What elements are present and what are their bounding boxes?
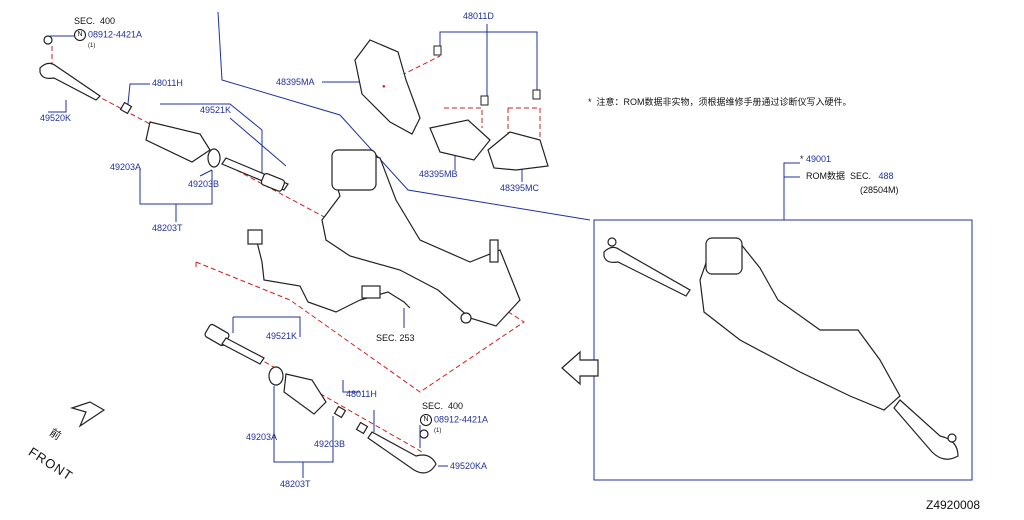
inset-tie-rod-end (603, 246, 691, 297)
bolt (480, 95, 489, 106)
inset-frame (593, 219, 973, 481)
tie-rod-end (39, 62, 101, 101)
part-48011d[interactable]: 48011D (463, 11, 494, 21)
lock-nut (333, 405, 347, 419)
inset-motor (705, 237, 743, 275)
part-49203a-top[interactable]: 49203A (110, 162, 142, 172)
leader-line (783, 162, 800, 220)
mount-bush (460, 312, 472, 324)
leader-line (160, 103, 263, 178)
inner-tie-rod (221, 337, 265, 365)
leader-line (487, 31, 538, 90)
part-48203t-top[interactable]: 48203T (152, 223, 183, 233)
part-49521k-top[interactable]: 49521K (200, 105, 232, 115)
leader-line (127, 83, 150, 105)
lock-nut (355, 421, 369, 435)
part-49203b-bot[interactable]: 49203B (314, 439, 346, 449)
front-arrow-icon (69, 401, 106, 428)
connector (361, 285, 381, 299)
boot (283, 373, 327, 415)
motor-unit (331, 149, 377, 191)
n-mark-icon: N (74, 29, 86, 41)
part-48203t-bot[interactable]: 48203T (280, 479, 311, 489)
clamp-ring (207, 148, 221, 168)
bolt (433, 45, 442, 56)
bolt (532, 89, 541, 100)
part-49203b-top[interactable]: 49203B (188, 179, 220, 189)
leader-line (48, 100, 67, 113)
pinion-shaft (489, 239, 499, 263)
inset-stud (607, 237, 617, 247)
part-49520k[interactable]: 49520K (40, 113, 72, 123)
diagram-id: Z4920008 (926, 498, 981, 512)
dashed-guide (195, 261, 525, 393)
harness (255, 237, 411, 313)
sec-400-bot: SEC. 400 (422, 401, 464, 411)
part-48395ma[interactable]: 48395MA (276, 77, 315, 87)
heat-shield-mb (429, 119, 491, 161)
part-48395mc[interactable]: 48395MC (500, 183, 540, 193)
part-48011h-bot[interactable]: 48011H (346, 389, 377, 399)
heat-shield-mc (487, 131, 549, 171)
inset-tie-rod-end (893, 399, 959, 460)
boot (145, 121, 211, 163)
clamp-ring (268, 366, 284, 386)
part-dot: ● (382, 84, 386, 90)
qty-top: (1) (88, 43, 96, 49)
tie-rod-end (367, 431, 437, 474)
leader-line (217, 11, 591, 221)
leader-line (233, 316, 301, 337)
inset-stud (947, 433, 957, 443)
n-mark-icon: N (420, 414, 432, 426)
dashed-guide (444, 107, 483, 128)
nut (43, 35, 53, 45)
leader-line (342, 380, 360, 393)
part-48395mb[interactable]: 48395MB (419, 169, 458, 179)
leader-line (439, 24, 488, 46)
part-48011h-top[interactable]: 48011H (152, 78, 183, 88)
dashed-guide (508, 107, 541, 140)
inset-star-part[interactable]: * 49001 (800, 154, 832, 164)
nut (419, 429, 429, 439)
tie-rod-joint (260, 172, 286, 192)
qty-bot: (1) (434, 428, 442, 434)
sec-400-top: SEC. 400 (74, 16, 116, 26)
inset-rom-sec[interactable]: ROM数据 SEC. 488 (806, 171, 894, 181)
leader-line (229, 117, 287, 167)
connector (247, 229, 263, 245)
rom-note: * 注意：ROM数据非实物，须根据维修手册通过诊断仪写入硬件。 (588, 97, 852, 107)
part-49520ka[interactable]: 49520KA (450, 461, 488, 471)
inset-sec-part: (28504M) (860, 185, 899, 195)
leader-line (199, 169, 213, 177)
heat-shield-ma (354, 39, 421, 135)
inset-gear-housing (699, 237, 901, 411)
part-49203a-bot[interactable]: 49203A (246, 432, 278, 442)
pointer-arrow-icon (561, 350, 599, 386)
sec-253[interactable]: SEC. 253 (376, 333, 415, 343)
part-49521k-bot[interactable]: 49521K (266, 331, 298, 341)
lock-nut (119, 101, 133, 115)
